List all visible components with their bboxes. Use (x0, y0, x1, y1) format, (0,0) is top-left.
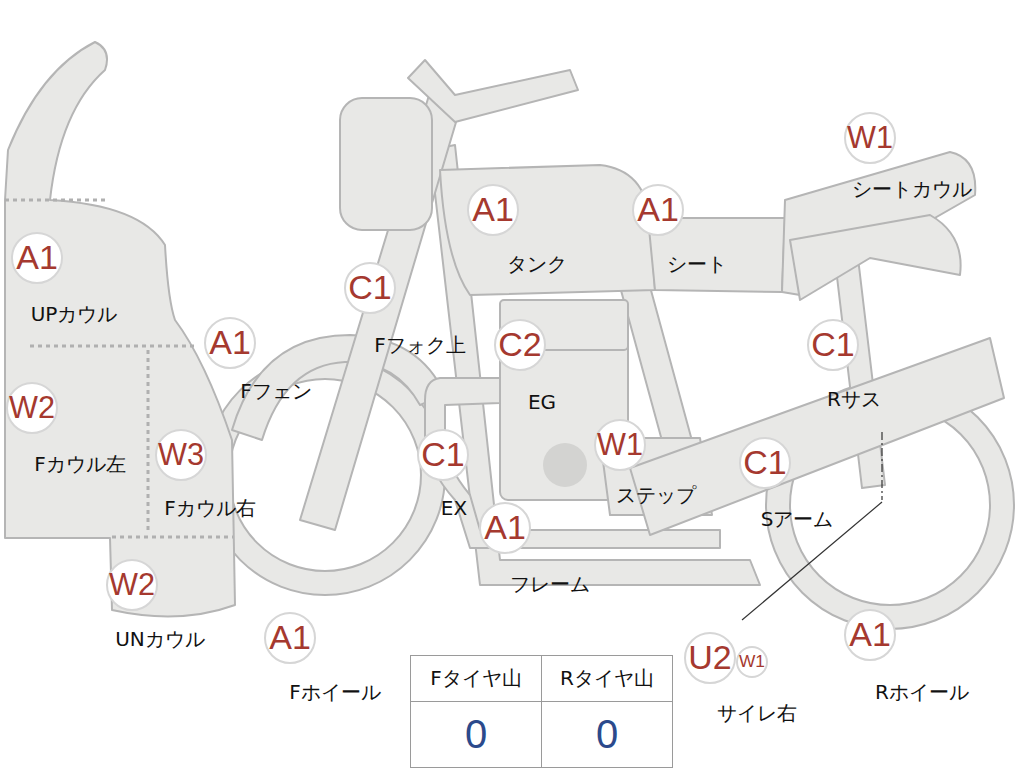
cowl-divider (112, 536, 233, 539)
part-name: Fホイール (289, 679, 381, 706)
part-name: Fフェン (240, 378, 312, 405)
damage-code: A1 (637, 190, 679, 229)
damage-code: C1 (421, 435, 464, 474)
part-name: サイレ右 (717, 700, 797, 727)
engine-cover (543, 443, 587, 487)
damage-code: A1 (269, 618, 311, 657)
table-cell: 0 (541, 701, 673, 768)
part-name: UNカウル (115, 626, 205, 653)
damage-code: C2 (498, 325, 541, 364)
table-cell: Fタイヤ山 (410, 655, 542, 702)
damage-callout: W2UNカウル (106, 559, 158, 611)
part-name: Fフォク上 (374, 332, 466, 359)
leader-line (881, 432, 882, 500)
damage-callout: C1EX (417, 429, 469, 481)
damage-code: A1 (209, 323, 251, 362)
damage-callout: A1フレーム (479, 502, 531, 554)
damage-callout: W3Fカウル右 (155, 429, 207, 481)
handlebar (408, 60, 578, 122)
table-cell: Rタイヤ山 (541, 655, 673, 702)
cowl-divider (30, 345, 195, 348)
damage-code: A1 (484, 508, 526, 547)
damage-code: W1 (847, 120, 893, 155)
damage-code: W2 (109, 567, 155, 602)
table-value: 0 (465, 712, 487, 757)
damage-callout: A1Fフェン (204, 317, 256, 369)
headlight (340, 98, 432, 230)
table-value: 0 (596, 712, 618, 757)
table-cell: 0 (410, 701, 542, 768)
part-name: シート (667, 251, 727, 278)
part-name: タンク (507, 251, 567, 278)
damage-callout: W1シートカウル (844, 112, 896, 164)
part-name: フレーム (510, 571, 590, 598)
damage-callout: U2サイレ右 (684, 632, 736, 684)
part-name: シートカウル (852, 176, 972, 203)
damage-code: A1 (849, 615, 891, 654)
part-name: Rホイール (875, 679, 969, 706)
damage-callout: C1Rサス (807, 319, 859, 371)
part-name: Fカウル左 (34, 451, 126, 478)
table-header: Rタイヤ山 (560, 665, 654, 692)
part-name: Sアーム (761, 506, 834, 533)
damage-code: W3 (158, 437, 204, 472)
cowl-divider (5, 199, 105, 202)
part-name: Fカウル右 (164, 495, 256, 522)
part-name: ステップ (616, 482, 696, 509)
table-header: Fタイヤ山 (430, 665, 522, 692)
damage-callout: A1シート (632, 184, 684, 236)
damage-callout: C2EG (494, 319, 546, 371)
tank (440, 165, 655, 295)
damage-callout: W1 (736, 646, 768, 678)
damage-code: C1 (811, 325, 854, 364)
front-cowl (5, 42, 235, 616)
tail (790, 215, 961, 300)
damage-callout: A1Fホイール (264, 612, 316, 664)
damage-code: A1 (472, 190, 514, 229)
frame (430, 145, 760, 585)
damage-callout: A1UPカウル (11, 232, 63, 284)
cowl-divider (147, 350, 150, 532)
damage-callout: C1Sアーム (739, 437, 791, 489)
damage-callout: A1Rホイール (844, 609, 896, 661)
damage-code: C1 (348, 268, 391, 307)
damage-code: A1 (16, 238, 58, 277)
part-name: UPカウル (31, 301, 118, 328)
damage-code: W1 (597, 427, 643, 462)
damage-callout: W2Fカウル左 (6, 382, 58, 434)
damage-code: W2 (9, 390, 55, 425)
damage-code: W1 (739, 651, 765, 672)
part-name: EX (441, 496, 467, 520)
damage-callout: A1タンク (467, 184, 519, 236)
part-name: EG (528, 390, 556, 414)
leader-line (742, 502, 882, 620)
damage-callout: C1Fフォク上 (344, 262, 396, 314)
damage-code: U2 (688, 638, 731, 677)
part-name: Rサス (827, 386, 881, 413)
damage-code: C1 (743, 443, 786, 482)
damage-callout: W1ステップ (594, 419, 646, 471)
